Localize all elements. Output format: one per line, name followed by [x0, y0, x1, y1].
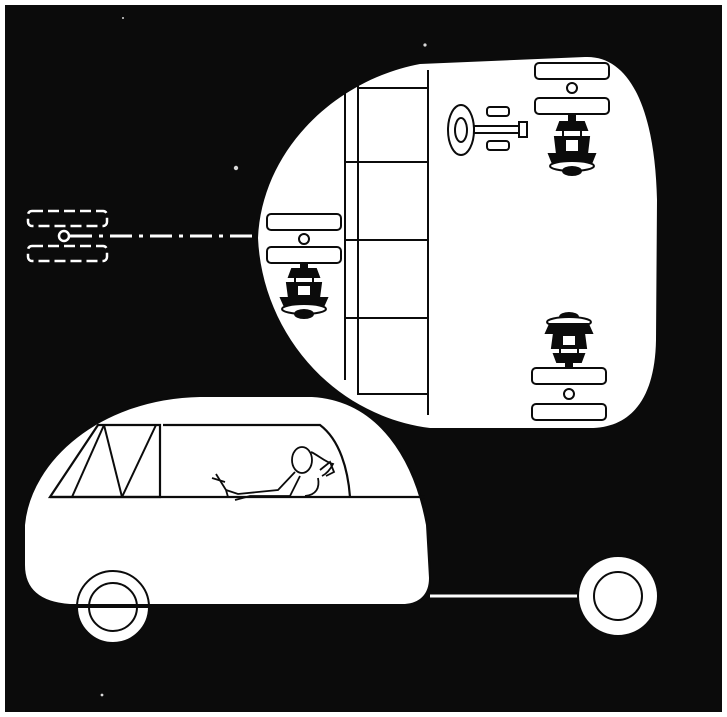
wheel-hub-unit-icon [266, 213, 342, 319]
wheel-hub-unit-icon [531, 312, 607, 421]
driver-figure-icon [211, 446, 336, 501]
wheel-hub-unit-icon [534, 62, 610, 176]
steering-wheel-icon [447, 104, 528, 156]
detached-wheel-unit-icon [26, 209, 109, 263]
specks [100, 17, 427, 697]
chassis-frame-icon [344, 70, 429, 415]
wheel-icon [577, 555, 659, 637]
wheel-icon [60, 570, 166, 644]
